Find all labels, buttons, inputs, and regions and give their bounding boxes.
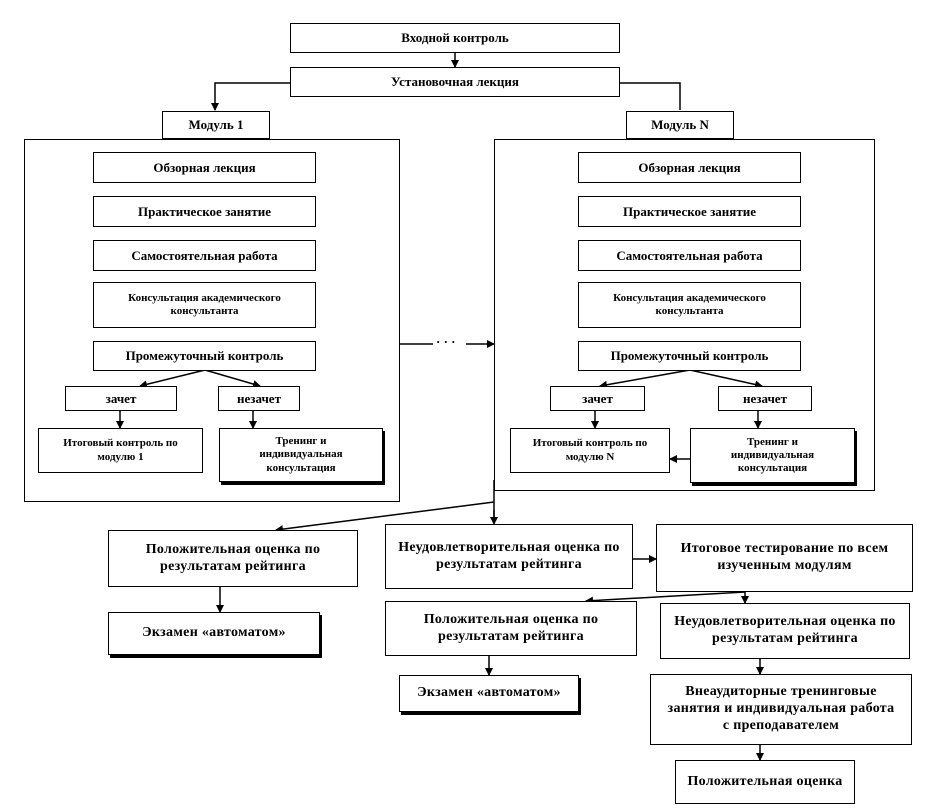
m1-overview-lecture: Обзорная лекция — [93, 152, 316, 183]
mn-intermediate-control: Промежуточный контроль — [578, 341, 801, 371]
m1-practical-label: Практическое занятие — [138, 203, 271, 219]
m1-intermediate-control: Промежуточный контроль — [93, 341, 316, 371]
mn-practical-label: Практическое занятие — [623, 203, 756, 219]
m1-final-control-label: Итоговый контроль по модулю 1 — [63, 437, 178, 463]
positive-rating-left-label: Положительная оценка по результатам рейт… — [145, 541, 321, 574]
m1-consultation: Консультация академического консультанта — [93, 282, 316, 328]
mn-practical: Практическое занятие — [578, 196, 801, 227]
mn-consultation-label: Консультация академического консультанта — [613, 291, 766, 317]
final-testing-label: Итоговое тестирование по всем изученным … — [680, 541, 889, 573]
module-n-title-box: Модуль N — [626, 111, 734, 139]
mn-pass: зачет — [550, 386, 645, 411]
module-1-title-box: Модуль 1 — [162, 111, 270, 139]
arrow-setup-to-module1 — [211, 82, 290, 111]
mn-independent-label: Самостоятельная работа — [616, 247, 763, 263]
positive-rating-mid-label: Положительная оценка по результатам рейт… — [423, 611, 599, 644]
m1-pass: зачет — [65, 386, 177, 411]
m1-intermediate-label: Промежуточный контроль — [125, 348, 284, 364]
m1-independent: Самостоятельная работа — [93, 240, 316, 271]
m1-fail: незачет — [218, 386, 300, 411]
arrow-mn-intermediate-to-pass — [599, 369, 691, 389]
extra-training-label: Внеаудиторные тренинговые занятия и инди… — [667, 684, 895, 733]
mn-training: Тренинг и индивидуальная консультация — [690, 428, 855, 483]
mn-overview-lecture-label: Обзорная лекция — [638, 159, 741, 175]
exam-auto-mid: Экзамен «автоматом» — [399, 675, 579, 712]
mn-overview-lecture: Обзорная лекция — [578, 152, 801, 183]
mn-pass-label: зачет — [582, 390, 613, 406]
mn-independent: Самостоятельная работа — [578, 240, 801, 271]
module-n-frame — [494, 139, 875, 491]
module-n-title: Модуль N — [651, 117, 709, 133]
arrow-mn-intermediate-to-fail — [689, 369, 763, 389]
setup-lecture-box: Установочная лекция — [290, 67, 620, 97]
entry-control-label: Входной контроль — [401, 30, 509, 46]
exam-auto-left-label: Экзамен «автоматом» — [142, 625, 286, 641]
mn-fail-label: незачет — [743, 390, 787, 406]
module-1-frame — [24, 139, 400, 502]
negative-rating-right-label: Неудовлетворительная оценка по результат… — [674, 614, 896, 646]
arrow-to-positive-left — [275, 501, 495, 534]
m1-independent-label: Самостоятельная работа — [131, 247, 278, 263]
positive-final-label: Положительная оценка — [687, 773, 843, 789]
m1-final-control: Итоговый контроль по модулю 1 — [38, 428, 203, 473]
exam-auto-left: Экзамен «автоматом» — [108, 612, 320, 655]
mn-final-control-label: Итоговый контроль по модулю N — [532, 437, 648, 463]
arrow-m1-intermediate-to-pass — [139, 369, 206, 389]
mn-final-control: Итоговый контроль по модулю N — [510, 428, 670, 473]
m1-training: Тренинг и индивидуальная консультация — [219, 428, 383, 482]
negative-rating-right: Неудовлетворительная оценка по результат… — [660, 603, 910, 659]
exam-auto-mid-label: Экзамен «автоматом» — [417, 685, 561, 701]
entry-control-box: Входной контроль — [290, 23, 620, 53]
m1-practical: Практическое занятие — [93, 196, 316, 227]
m1-pass-label: зачет — [105, 390, 137, 406]
m1-consultation-label: Консультация академического консультанта — [128, 291, 281, 317]
m1-fail-label: незачет — [237, 390, 281, 406]
module-1-title: Модуль 1 — [188, 117, 244, 133]
positive-rating-left: Положительная оценка по результатам рейт… — [108, 530, 358, 587]
m1-training-label: Тренинг и индивидуальная консультация — [259, 435, 343, 474]
ellipsis: · · · — [436, 334, 456, 349]
positive-rating-mid: Положительная оценка по результатам рейт… — [385, 601, 637, 656]
arrow-testing-to-positive-mid — [585, 591, 746, 605]
negative-rating-mid: Неудовлетворительная оценка по результат… — [385, 524, 633, 589]
setup-lecture-label: Установочная лекция — [391, 74, 519, 90]
final-testing: Итоговое тестирование по всем изученным … — [656, 524, 913, 592]
mn-intermediate-label: Промежуточный контроль — [610, 348, 769, 364]
m1-overview-lecture-label: Обзорная лекция — [153, 159, 256, 175]
mn-training-label: Тренинг и индивидуальная консультация — [730, 435, 815, 475]
mn-consultation: Консультация академического консультанта — [578, 282, 801, 328]
negative-rating-mid-label: Неудовлетворительная оценка по результат… — [398, 539, 620, 572]
positive-final: Положительная оценка — [675, 760, 855, 804]
mn-fail: незачет — [718, 386, 812, 411]
extra-training: Внеаудиторные тренинговые занятия и инди… — [650, 674, 912, 745]
arrow-m1-intermediate-to-fail — [204, 369, 261, 388]
line-setup-to-modulen — [620, 82, 681, 110]
